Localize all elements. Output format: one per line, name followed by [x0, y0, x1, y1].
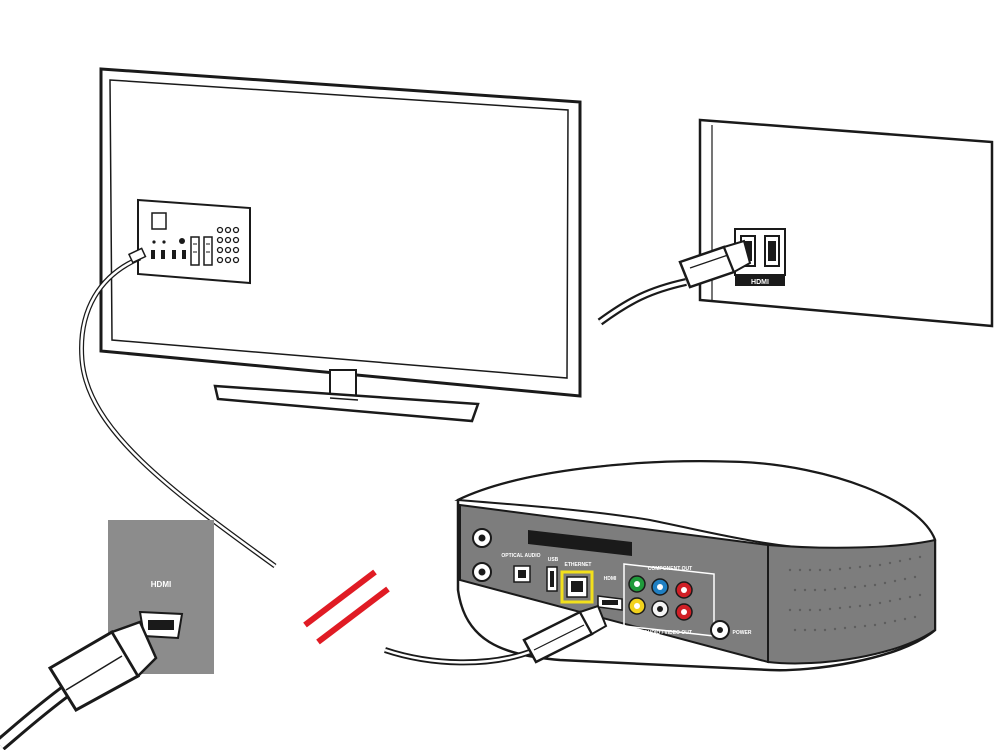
optical-port: OPTICAL AUDIO — [501, 553, 541, 583]
ethernet-label: ETHERNET — [565, 562, 592, 568]
tv-icon — [99, 67, 582, 423]
optical-label: OPTICAL AUDIO — [501, 553, 540, 559]
av-out-label: AUDIO / VIDEO OUT — [644, 630, 692, 636]
tv-connector-panel — [137, 198, 251, 285]
usb-label: USB — [548, 557, 559, 563]
hdmi-plug-icon — [384, 604, 608, 666]
hdmi-panel-label: HDMI — [151, 580, 171, 589]
usb-port: USB — [546, 557, 559, 592]
hdmi-closeup-label: HDMI — [751, 279, 769, 286]
hdmi-plug-icon — [0, 620, 158, 750]
hdmi-plug-icon — [597, 239, 752, 326]
wall-hdmi-panel: HDMI — [0, 520, 214, 750]
ethernet-port: ETHERNET — [560, 562, 594, 604]
card-slot — [528, 530, 632, 556]
tv-closeup: HDMI — [597, 118, 994, 328]
antenna-ports — [472, 528, 492, 582]
component-av-ports: COMPONENT OUT AUDIO / VIDEO OUT — [623, 563, 715, 637]
power-port: POWER — [710, 620, 752, 640]
box-hdmi-label: HDMI — [604, 576, 617, 582]
power-label: POWER — [733, 630, 752, 636]
box-hdmi-port: HDMI — [597, 576, 623, 611]
no-connection-icon — [303, 569, 390, 645]
hdmi-port-block: HDMI — [734, 228, 786, 286]
tv-hdmi-cable — [79, 247, 277, 569]
set-top-box-icon: OPTICAL AUDIO USB ETHERNET HDMI COMPONEN… — [384, 460, 937, 672]
component-out-label: COMPONENT OUT — [648, 566, 692, 572]
